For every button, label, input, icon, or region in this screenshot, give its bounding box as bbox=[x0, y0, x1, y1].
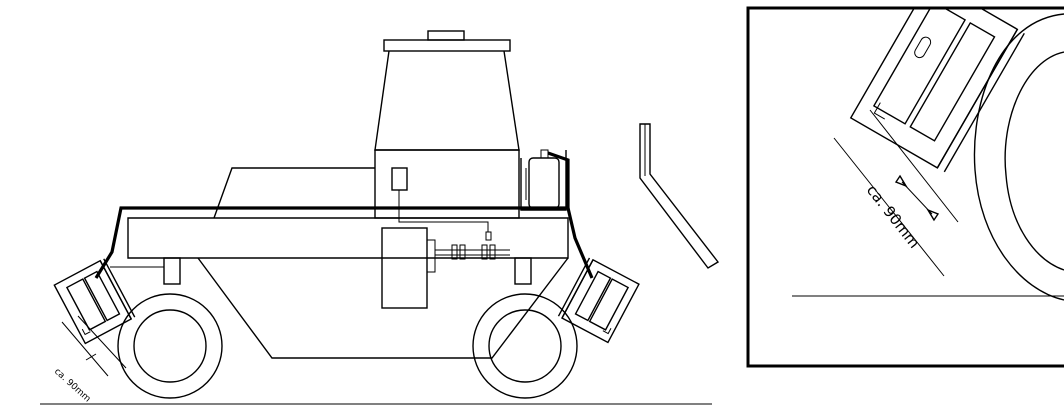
detail-wheel-inner bbox=[1004, 51, 1064, 271]
rear-wheel-mount bbox=[163, 257, 181, 285]
main-dimension-label: ca. 90mm bbox=[52, 367, 92, 405]
lower-hull bbox=[197, 257, 569, 359]
water-tank-outline bbox=[520, 150, 567, 211]
detail-brush-unit bbox=[849, 8, 1025, 173]
hydraulic-coupling bbox=[426, 239, 436, 273]
rear-wheel-outer bbox=[117, 293, 223, 399]
detail-arrow-head-1 bbox=[894, 174, 908, 188]
shaft-joint-4 bbox=[489, 244, 496, 260]
dimension-line-1 bbox=[61, 321, 109, 377]
detail-frame bbox=[746, 6, 1064, 368]
tank-cap bbox=[540, 149, 549, 159]
side-view: ca. 90mm bbox=[40, 30, 720, 405]
bent-pipe bbox=[639, 123, 720, 269]
detail-dimension-arrow bbox=[901, 181, 933, 215]
rear-brush-unit bbox=[53, 258, 136, 345]
spray-line bbox=[94, 151, 570, 279]
detail-view: ca. 90mm bbox=[746, 6, 1064, 368]
front-wheel-outer bbox=[472, 293, 578, 399]
shaft-joint-2 bbox=[459, 244, 466, 260]
water-tank bbox=[528, 157, 560, 209]
control-box bbox=[391, 167, 408, 191]
detail-dimension-label: ca. 90mm bbox=[863, 181, 924, 251]
front-wheel-inner bbox=[488, 309, 562, 383]
hydraulic-unit bbox=[381, 227, 428, 309]
cab-roof-cap bbox=[427, 30, 465, 41]
front-wheel-mount bbox=[514, 257, 532, 285]
front-brush-unit bbox=[557, 257, 640, 344]
shaft-joint-1 bbox=[451, 244, 458, 260]
detail-arrow-head-2 bbox=[926, 208, 940, 222]
control-wire-end bbox=[485, 231, 492, 241]
cab-body bbox=[374, 50, 520, 151]
dimension-line-2 bbox=[77, 315, 127, 369]
detail-dimension-line-2 bbox=[869, 109, 959, 223]
shaft-joint-3 bbox=[481, 244, 488, 260]
rear-wheel-inner bbox=[133, 309, 207, 383]
rear-bonnet bbox=[213, 167, 375, 219]
detail-wheel-outer bbox=[973, 13, 1064, 301]
control-wire bbox=[398, 190, 489, 232]
cab-roof bbox=[383, 39, 511, 52]
dimension-arrow bbox=[85, 353, 97, 361]
chassis-frame bbox=[127, 217, 569, 259]
detail-dimension-line-1 bbox=[833, 137, 945, 277]
